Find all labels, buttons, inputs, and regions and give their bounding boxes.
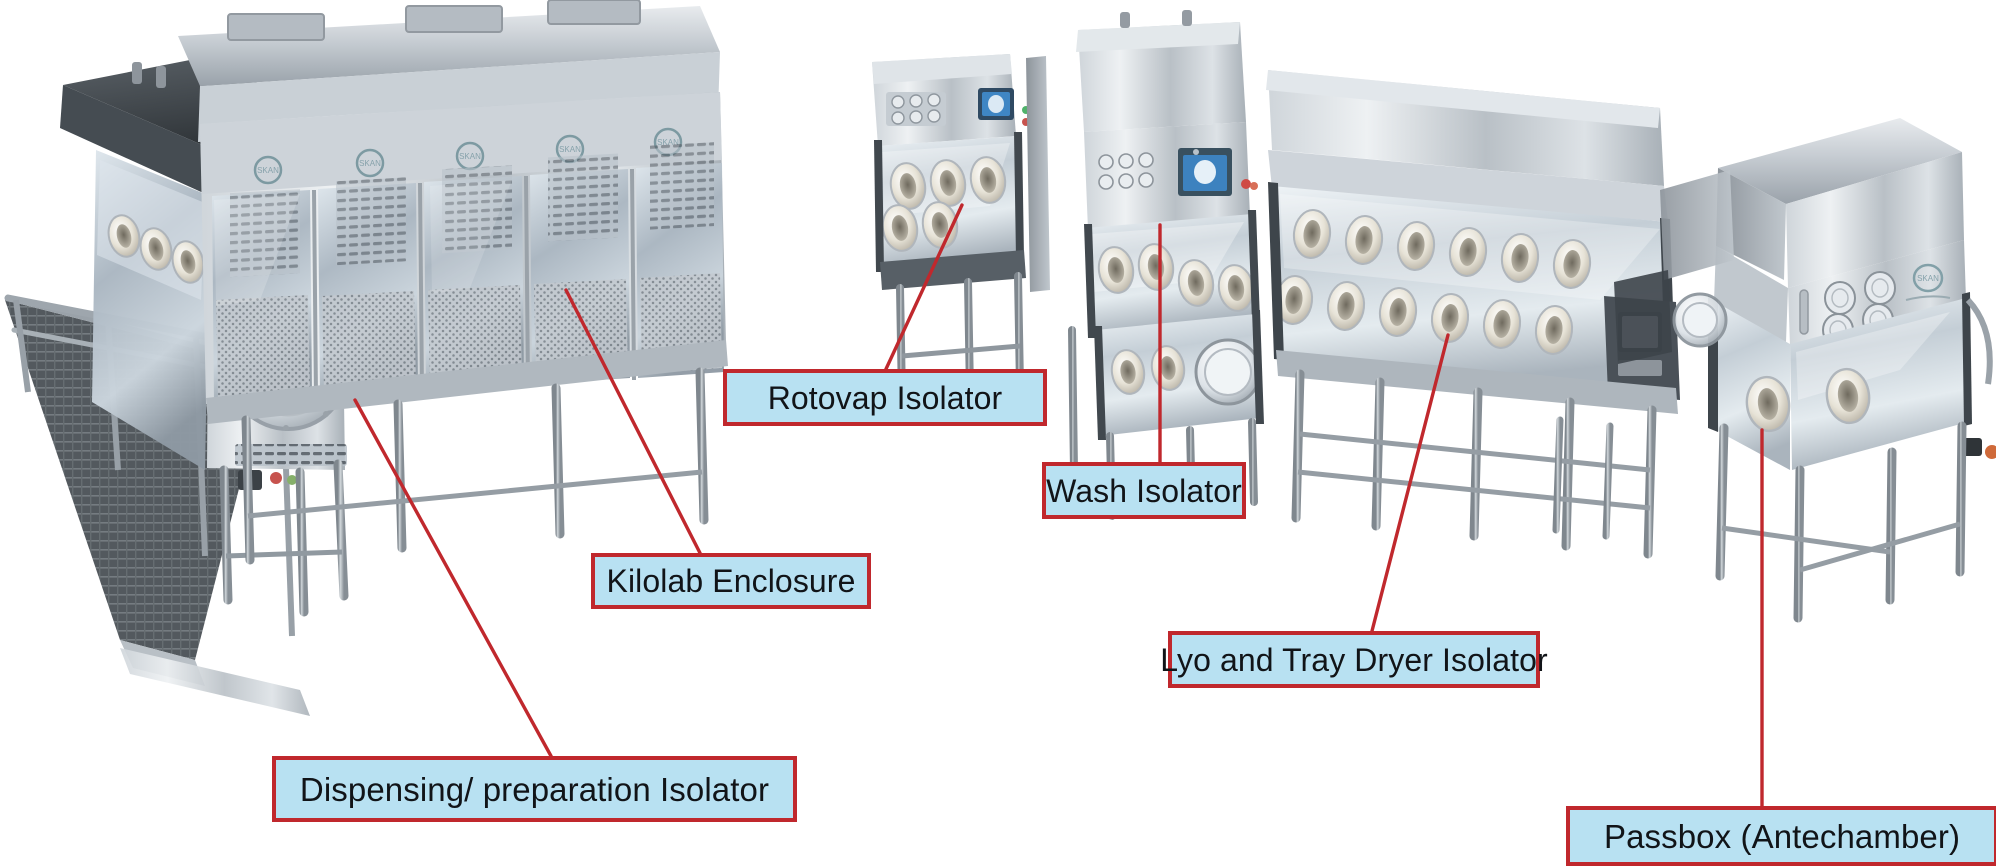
glove-port-group-rotovap bbox=[881, 156, 1007, 252]
callout-label-passbox: Passbox (Antechamber) bbox=[1603, 817, 1961, 855]
passbox-antechamber: SKAN bbox=[1672, 118, 1996, 623]
wash-control-panel bbox=[1098, 148, 1258, 196]
callout-label-dispense: Dispensing/ preparation Isolator bbox=[299, 770, 770, 808]
wash-isolator bbox=[1068, 10, 1264, 520]
callout-label-lyo: Lyo and Tray Dryer Isolator bbox=[1160, 641, 1548, 678]
svg-text:SKAN: SKAN bbox=[459, 152, 481, 161]
svg-text:SKAN: SKAN bbox=[257, 166, 279, 175]
callout-kilolab-enclosure[interactable]: Kilolab Enclosure bbox=[591, 553, 871, 609]
callout-label-rotovap: Rotovap Isolator bbox=[767, 379, 1003, 416]
svg-text:SKAN: SKAN bbox=[1917, 274, 1939, 283]
glove-port-group-lyo-top bbox=[1292, 209, 1592, 289]
leader-line-dispense bbox=[353, 398, 553, 758]
callout-label-wash: Wash Isolator bbox=[1046, 472, 1242, 509]
callout-passbox-antechamber[interactable]: Passbox (Antechamber) bbox=[1566, 806, 1996, 866]
svg-text:SKAN: SKAN bbox=[657, 138, 679, 147]
glove-port-group-passbox bbox=[1745, 367, 1871, 433]
glove-port-group-dispensing bbox=[107, 214, 205, 284]
connecting-duct bbox=[1614, 170, 1734, 364]
svg-text:SKAN: SKAN bbox=[559, 145, 581, 154]
callout-label-kilolab: Kilolab Enclosure bbox=[606, 563, 856, 599]
glove-port-group-lyo-bottom bbox=[1274, 275, 1574, 355]
leader-line-kilolab bbox=[564, 288, 702, 555]
callout-dispensing-preparation-isolator[interactable]: Dispensing/ preparation Isolator bbox=[272, 756, 797, 822]
leader-line-group bbox=[353, 203, 1764, 808]
kilolab-enclosure: SKAN SKAN SKAN SKAN SKAN bbox=[178, 0, 728, 565]
rotovap-isolator bbox=[872, 54, 1050, 402]
leader-line-lyo bbox=[1370, 333, 1450, 633]
callout-wash-isolator[interactable]: Wash Isolator bbox=[1042, 462, 1246, 519]
svg-text:SKAN: SKAN bbox=[359, 159, 381, 168]
passbox-maker-badge: SKAN bbox=[1905, 263, 1951, 301]
callout-lyo-tray-dryer-isolator[interactable]: Lyo and Tray Dryer Isolator bbox=[1160, 631, 1548, 688]
leader-line-rotovap bbox=[884, 203, 964, 371]
callout-rotovap-isolator[interactable]: Rotovap Isolator bbox=[723, 369, 1047, 426]
